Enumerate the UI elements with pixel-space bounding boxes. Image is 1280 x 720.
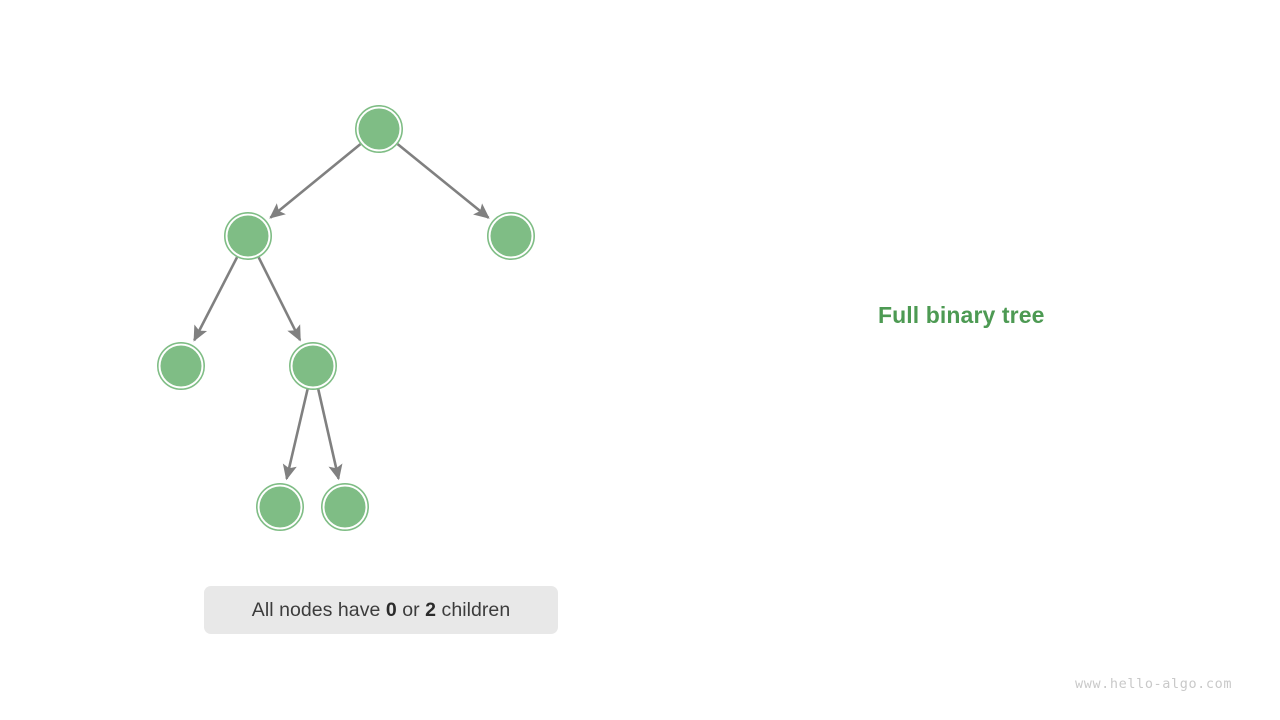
- caption-value-two: 2: [425, 598, 437, 621]
- tree-node: [224, 212, 273, 261]
- tree-edge: [193, 255, 239, 342]
- caption-prefix: All nodes have: [251, 598, 386, 621]
- node-outer-ring: [354, 105, 403, 154]
- node-outer-ring: [486, 212, 535, 261]
- page-title: Full binary tree: [878, 302, 1045, 328]
- watermark: www.hello-algo.com: [1075, 676, 1233, 692]
- node-circle: [259, 486, 301, 528]
- caption-text: All nodes have 0 or 2 children: [252, 599, 510, 622]
- tree-node: [354, 105, 403, 154]
- node-outer-ring: [255, 482, 304, 531]
- tree-node: [320, 482, 369, 531]
- tree-edge: [269, 142, 363, 219]
- node-circle: [292, 345, 334, 387]
- tree-node: [486, 212, 535, 261]
- node-circle: [324, 486, 366, 528]
- caption-middle: or: [396, 598, 426, 621]
- tree-nodes: [157, 105, 535, 531]
- node-outer-ring: [224, 212, 273, 261]
- tree-edge: [396, 142, 490, 219]
- tree-edges: [193, 142, 490, 481]
- node-outer-ring: [288, 341, 337, 390]
- tree-edge: [316, 388, 343, 481]
- caption-box: All nodes have 0 or 2 children: [204, 586, 558, 634]
- tree-edge: [282, 388, 310, 481]
- tree-node: [255, 482, 304, 531]
- tree-edge: [257, 255, 302, 342]
- caption-value-zero: 0: [385, 598, 397, 621]
- caption-suffix: children: [436, 598, 511, 621]
- node-circle: [160, 345, 202, 387]
- node-circle: [227, 215, 269, 257]
- tree-node: [157, 341, 206, 390]
- node-outer-ring: [157, 341, 206, 390]
- tree-node: [288, 341, 337, 390]
- node-circle: [358, 108, 400, 150]
- node-outer-ring: [320, 482, 369, 531]
- node-circle: [490, 215, 532, 257]
